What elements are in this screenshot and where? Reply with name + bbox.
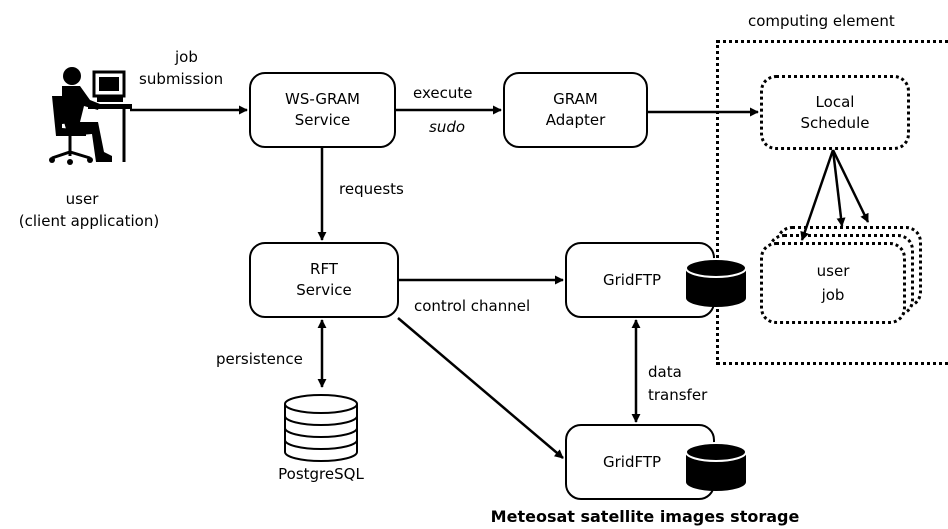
- arrow-rft-to-gridftp-bottom: [397, 317, 564, 459]
- job-label: job: [175, 48, 198, 66]
- execute-label: execute: [413, 84, 473, 102]
- user-computer-icon: [49, 67, 132, 165]
- rft-service-box: RFT Service: [249, 242, 399, 318]
- user-job-line-1: user: [816, 262, 850, 280]
- user-label: user: [65, 190, 99, 208]
- local-schedule-line-1: Local: [815, 92, 855, 111]
- gram-adapter-box: GRAM Adapter: [503, 72, 648, 148]
- arrow-schedule-to-job-2: [831, 149, 846, 227]
- ws-gram-line-1: WS-GRAM: [285, 90, 360, 108]
- computing-element-label: computing element: [748, 12, 895, 30]
- gridftp-top-label: GridFTP: [603, 270, 662, 289]
- database-icon-top: [685, 258, 747, 307]
- gridftp-bottom-label: GridFTP: [603, 452, 662, 471]
- user-sublabel: (client application): [18, 212, 160, 230]
- control-channel-label: control channel: [414, 297, 531, 315]
- rft-line-1: RFT: [310, 260, 338, 278]
- rft-line-2: Service: [296, 281, 352, 299]
- arrow-schedule-to-job-1: [800, 149, 835, 241]
- local-schedule-line-2: Schedule: [800, 113, 870, 132]
- requests-label: requests: [339, 180, 404, 198]
- user-job-line-2: job: [821, 286, 845, 304]
- gram-adapter-line-1: GRAM: [553, 90, 598, 108]
- arrow-schedule-to-job-3: [831, 149, 870, 223]
- postgresql-database-icon: [284, 394, 358, 462]
- postgresql-label: PostgreSQL: [278, 465, 364, 483]
- sudo-label: sudo: [429, 118, 466, 136]
- gram-adapter-line-2: Adapter: [545, 111, 606, 129]
- storage-caption: Meteosat satellite images storage: [490, 507, 800, 526]
- submission-label: submission: [139, 70, 224, 88]
- ws-gram-line-2: Service: [294, 111, 351, 129]
- database-icon-bottom: [685, 442, 747, 491]
- computing-element-region: [716, 40, 948, 365]
- local-schedule-box: Local Schedule: [760, 75, 910, 150]
- transfer-label: transfer: [648, 386, 708, 404]
- ws-gram-service-box: WS-GRAM Service: [249, 72, 396, 148]
- persistence-label: persistence: [216, 350, 303, 368]
- user-job-box: user job: [760, 242, 906, 324]
- data-label: data: [648, 363, 682, 381]
